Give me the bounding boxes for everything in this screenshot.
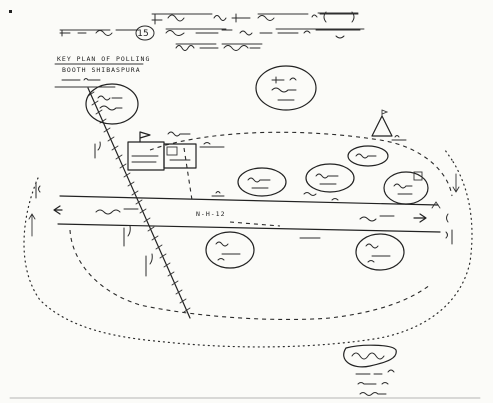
settlement-mid-1 <box>237 167 287 197</box>
polling-booth-building <box>127 131 225 171</box>
key-plan-line-1: KEY PLAN OF POLLING <box>57 55 150 63</box>
settlement-top-left <box>85 83 139 125</box>
corner-mark <box>9 10 12 13</box>
national-highway: N-H-12 <box>53 195 441 233</box>
left-arrow <box>28 181 41 237</box>
officer-signature-stamp <box>343 344 397 396</box>
railway-line <box>87 87 191 319</box>
header-title-line-1 <box>151 11 359 25</box>
key-plan-title: KEY PLAN OF POLLING BOOTH SHIBASPURA <box>54 55 150 88</box>
settlement-right <box>383 171 429 205</box>
inner-road-loop <box>69 131 453 321</box>
settlement-lower-left <box>205 231 255 269</box>
temple-icon <box>371 109 407 141</box>
settlement-mid-2 <box>305 163 355 193</box>
header-title-line-2: 15 <box>59 25 365 41</box>
key-plan-line-2: BOOTH SHIBASPURA <box>62 66 141 74</box>
settlement-lower-right <box>355 233 405 271</box>
settlement-upper-right <box>347 145 389 167</box>
highway-label: N-H-12 <box>196 210 225 218</box>
right-arrow <box>431 173 460 245</box>
booth-marker <box>413 171 423 181</box>
header-title-line-3 <box>175 43 263 51</box>
svg-text:15: 15 <box>137 29 148 39</box>
settlement-top-right <box>255 65 317 111</box>
